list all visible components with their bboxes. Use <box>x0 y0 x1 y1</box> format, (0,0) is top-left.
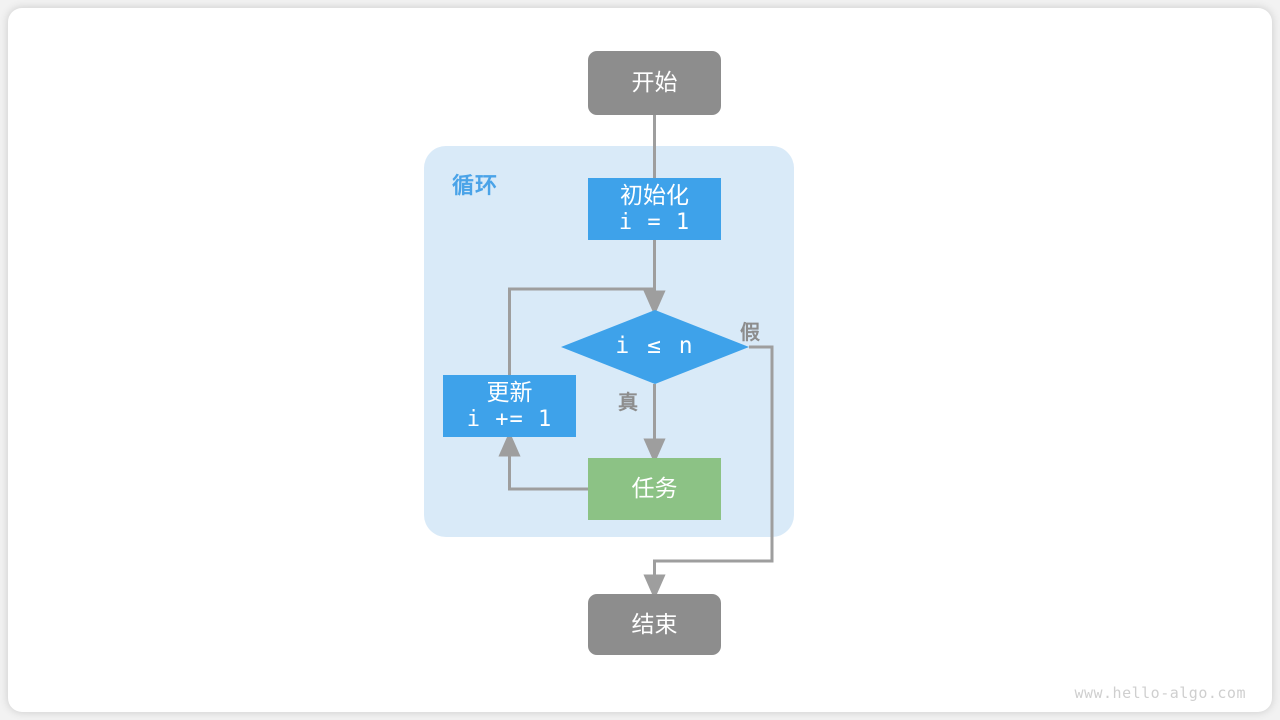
end-node[interactable] <box>588 594 721 655</box>
watermark: www.hello-algo.com <box>1074 684 1246 702</box>
edge-condition-to-end <box>643 345 774 600</box>
update-node[interactable] <box>443 375 576 437</box>
edge-task-to-update <box>498 431 588 491</box>
condition-node[interactable] <box>561 310 749 384</box>
edge-label-true: 真 <box>618 392 638 414</box>
edge-update-to-condition <box>508 287 655 375</box>
task-node[interactable] <box>588 458 721 520</box>
loop-container-title: 循环 <box>452 173 499 198</box>
edge-label-false: 假 <box>740 322 760 344</box>
start-node[interactable] <box>588 51 721 115</box>
init-node[interactable] <box>588 178 721 240</box>
